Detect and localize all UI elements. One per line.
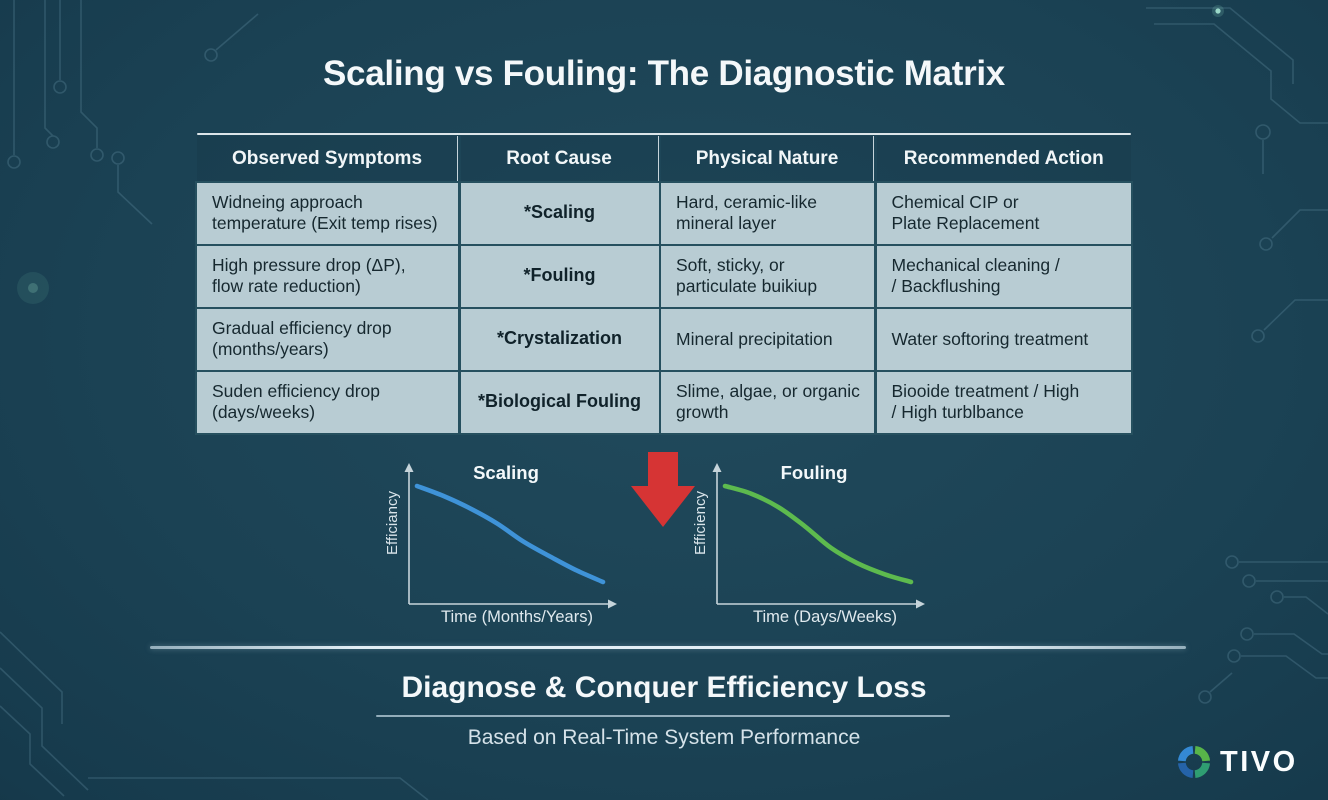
header-root-cause: Root Cause bbox=[460, 136, 659, 181]
cell-recommended-action: Biooide treatment / High / High turblban… bbox=[876, 372, 1131, 433]
cell-recommended-action: Chemical CIP or Plate Replacement bbox=[876, 183, 1131, 244]
page-title: Scaling vs Fouling: The Diagnostic Matri… bbox=[323, 54, 1005, 93]
x-axis-label: Time (Days/Weeks) bbox=[753, 608, 897, 626]
footer-divider bbox=[150, 646, 1186, 649]
fouling-chart: Fouling Efficiency Time (Days/Weeks) bbox=[689, 450, 939, 642]
tivo-logo: TIVO bbox=[1176, 742, 1316, 782]
chart-title: Scaling bbox=[473, 462, 539, 483]
scaling-line bbox=[414, 483, 606, 585]
cell-symptom: Gradual efficiency drop (months/years) bbox=[197, 309, 458, 370]
header-observed-symptoms: Observed Symptoms bbox=[197, 136, 458, 181]
table-top-border bbox=[197, 133, 1131, 135]
footer-heading: Diagnose & Conquer Efficiency Loss bbox=[401, 671, 927, 704]
fouling-line bbox=[722, 483, 914, 585]
header-recommended-action: Recommended Action bbox=[876, 136, 1131, 181]
cell-symptom: High pressure drop (ΔP), flow rate reduc… bbox=[197, 246, 458, 307]
x-axis-label: Time (Months/Years) bbox=[441, 608, 593, 626]
cell-symptom: Suden efficiency drop (days/weeks) bbox=[197, 372, 458, 433]
cell-physical-nature: Hard, ceramic-like mineral layer bbox=[661, 183, 874, 244]
header-physical-nature: Physical Nature bbox=[661, 136, 874, 181]
down-arrow-icon bbox=[631, 452, 695, 527]
cell-root-cause: *Fouling bbox=[460, 246, 659, 307]
cell-physical-nature: Slime, algae, or organic growth bbox=[661, 372, 874, 433]
chart-title: Fouling bbox=[780, 462, 848, 483]
diagnostic-table: Widneing approach temperature (Exit temp… bbox=[195, 181, 1133, 435]
scaling-chart: Scaling Efficiancy Time (Months/Years) bbox=[381, 450, 631, 642]
cell-recommended-action: Mechanical cleaning / / Backflushing bbox=[876, 246, 1131, 307]
cell-physical-nature: Soft, sticky, or particulate buikiup bbox=[661, 246, 874, 307]
cell-physical-nature: Mineral precipitation bbox=[661, 309, 874, 370]
tivo-logo-text: TIVO bbox=[1220, 745, 1298, 778]
cell-root-cause: *Biological Fouling bbox=[460, 372, 659, 433]
cell-symptom: Widneing approach temperature (Exit temp… bbox=[197, 183, 458, 244]
cell-root-cause: *Crystalization bbox=[460, 309, 659, 370]
footer-heading-underline bbox=[376, 715, 950, 717]
tivo-logo-icon bbox=[1177, 745, 1211, 779]
cell-recommended-action: Water softoring treatment bbox=[876, 309, 1131, 370]
cell-root-cause: *Scaling bbox=[460, 183, 659, 244]
footer-subheading: Based on Real-Time System Performance bbox=[467, 726, 861, 749]
table-header-row: Observed Symptoms Root Cause Physical Na… bbox=[197, 136, 1131, 181]
